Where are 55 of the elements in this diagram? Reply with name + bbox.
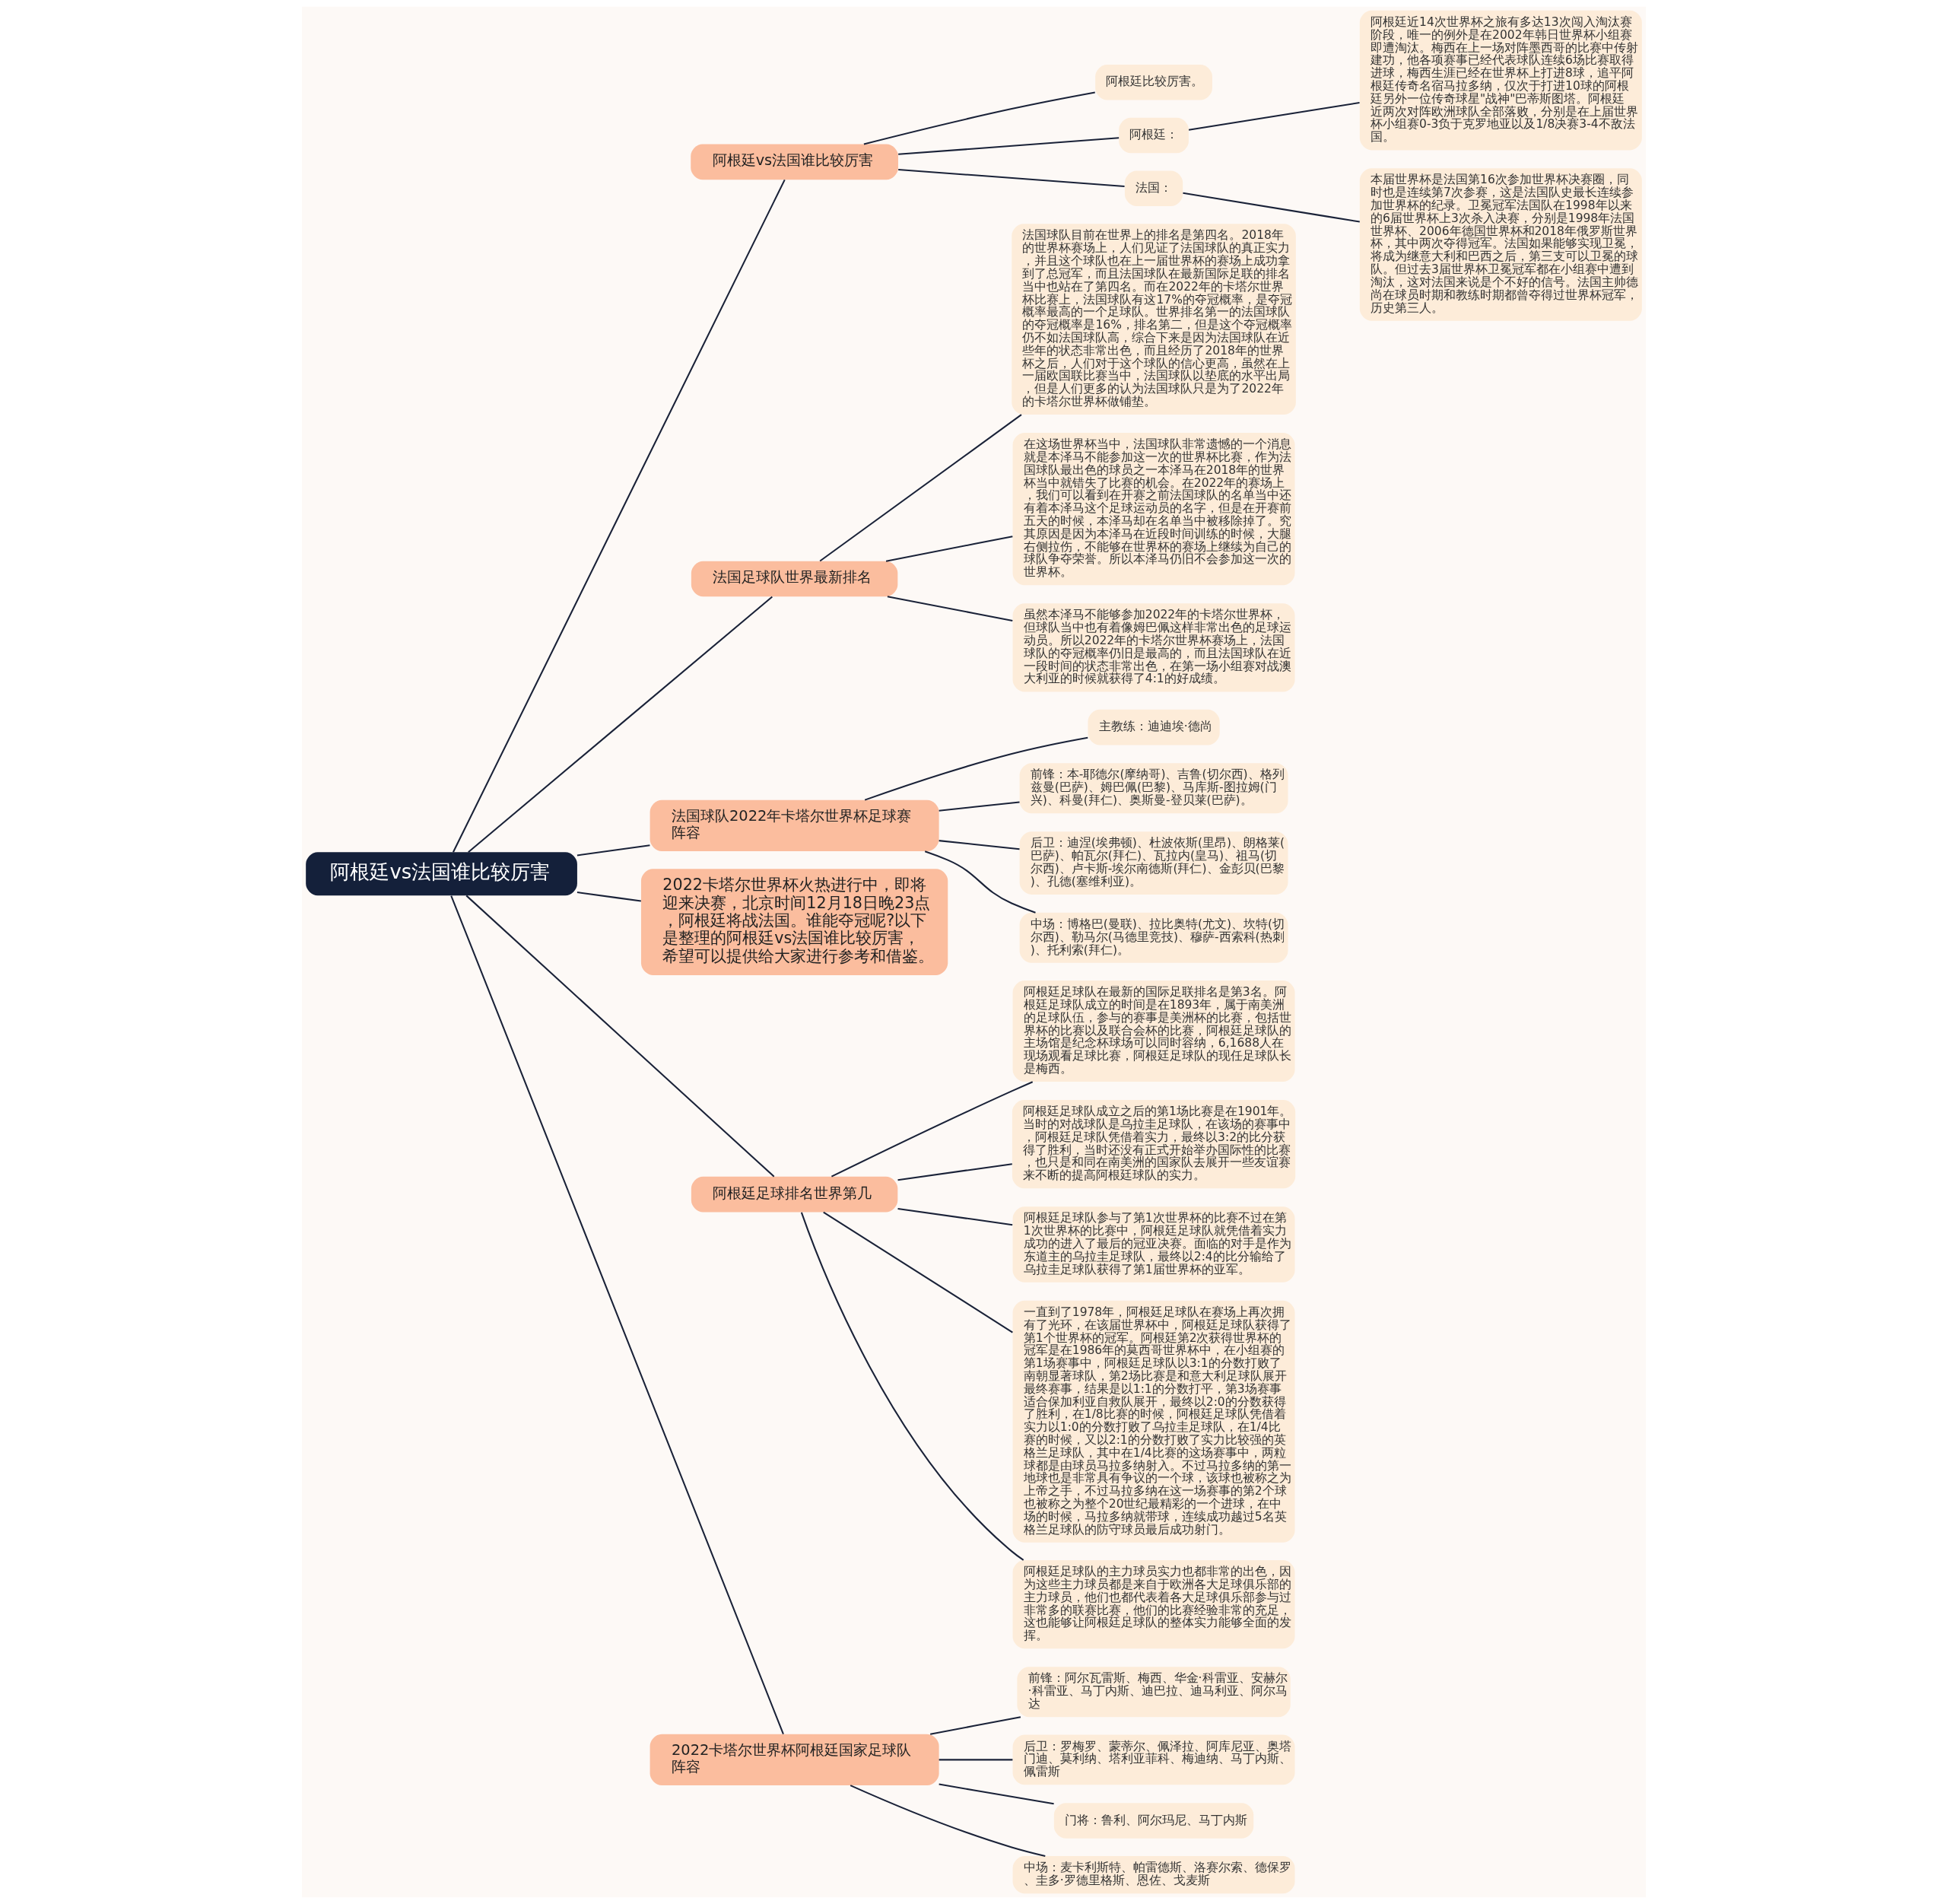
connector bbox=[897, 1163, 1012, 1181]
connector bbox=[1188, 102, 1360, 131]
node-box: 阿根廷近14次世界杯之旅有多达13次闯入淘汰赛阶段，唯一的例外是在2002年韩日世界杯小组赛即遭淘汰。梅西在上一场对阵墨西哥的比赛中传射建功，他各项赛事已经代表球队连续6场比赛取得进球，梅西生涯已经在世界杯上打进8球，追平阿根廷传奇名宿马拉多纳，仅次于打进10球的阿根廷另外一位传奇球星"战神"巴蒂斯图塔。阿根廷近两次对阵欧洲球队全部落败，分别是在上届世界杯小组赛0-3负于克罗地亚以及1/8决赛3-4不敌法国。 bbox=[1359, 10, 1642, 151]
connector bbox=[467, 596, 773, 853]
node-box: 2022卡塔尔世界杯阿根廷国家足球队阵容 bbox=[650, 1734, 939, 1785]
node-box: 阿根廷足球队在最新的国际足联排名是第3名。阿根廷足球队成立的时间是在1893年，属于南美洲的足球队伍，参与的赛事是美洲杯的比赛，包括世界杯的比赛以及联合会杯的比赛，阿根廷足球队的主场馆是纪念杯球场可以同时容纳，6,1688人在现场观看足球比赛，阿根廷足球队的现任足球队长是梅西。 bbox=[1012, 981, 1295, 1082]
node-box: 阿根廷足球队的主力球员实力也都非常的出色，因为这些主力球员都是来自于欧洲各大足球俱乐部的主力球员，他们也都代表着各大足球俱乐部参与过非常多的联赛比赛，他们的比赛经验非常的充足，这也能够让阿根廷足球队的整体实力能够全面的发挥。 bbox=[1012, 1560, 1295, 1649]
node-box: 阿根廷： bbox=[1118, 117, 1189, 154]
connector bbox=[850, 1785, 1046, 1857]
node-box: 后卫：罗梅罗、蒙蒂尔、佩泽拉、阿库尼亚、奥塔门迪、莫利纳、塔利亚菲科、梅迪纳、马丁内斯、佩雷斯 bbox=[1012, 1734, 1295, 1785]
node-box: 法国： bbox=[1124, 170, 1183, 207]
node-box: 阿根廷vs法国谁比较厉害 bbox=[690, 144, 898, 180]
connector bbox=[897, 137, 1119, 155]
connector bbox=[576, 844, 650, 857]
connector bbox=[1182, 192, 1360, 223]
connector bbox=[897, 168, 1125, 188]
connector bbox=[576, 892, 641, 902]
node-box: 门将：鲁利、阿尔玛尼、马丁内斯 bbox=[1053, 1803, 1253, 1839]
connector bbox=[885, 536, 1013, 562]
node-box: 法国球队2022年卡塔尔世界杯足球赛阵容 bbox=[650, 799, 939, 851]
node-box: 主教练：迪迪埃·德尚 bbox=[1087, 709, 1220, 745]
node-box: 前锋：本-耶德尔(摩纳哥)、吉鲁(切尔西)、格列兹曼(巴萨)、姆巴佩(巴黎)、马库斯-图拉姆(门兴)、科曼(拜仁)、奥斯曼-登贝莱(巴萨)。 bbox=[1019, 763, 1288, 814]
connector bbox=[863, 91, 1095, 145]
connector bbox=[831, 1081, 1033, 1178]
node-box: 法国球队目前在世界上的排名是第四名。2018年的世界杯赛场上，人们见证了法国球队的真正实力，并且这个球队也在上一届世界杯的赛场上成功拿到了总冠军，而且法国球队在最新国际足联的排名当中也站在了第四名。而在2022年的卡塔尔世界杯比赛上，法国球队有这17%的夺冠概率，是夺冠概率最高的一个足球队。世界排名第一的法国球队的夺冠概率是16%，排名第二，但是这个夺冠概率仍不如法国球队高，综合下来是因为法国球队在近些年的状态非常出色，而且经历了2018年的世界杯之后，人们对于这个球队的信心更高，虽然在上一届欧国联比赛当中，法国球队以垫底的水平出局，但是人们更多的认为法国球队只是为了2022年的卡塔尔世界杯做铺垫。 bbox=[1011, 224, 1296, 415]
connector bbox=[819, 414, 1022, 562]
connector bbox=[822, 1211, 1013, 1333]
connector bbox=[864, 736, 1088, 801]
node-box: 中场：博格巴(曼联)、拉比奥特(尤文)、坎特(切尔西)、勒马尔(马德里竞技)、穆萨-西索科(热刺)、托利索(拜仁)。 bbox=[1019, 912, 1288, 963]
connector bbox=[452, 179, 786, 853]
node-box: 一直到了1978年，阿根廷足球队在赛场上再次拥有了光环，在该届世界杯中，阿根廷足球队获得了第1个世界杯的冠军。阿根廷第2次获得世界杯的冠军是在1986年的莫西哥世界杯中，在小组赛的第1场赛事中，阿根廷足球队以3:1的分数打败了南朝显著球队，第2场比赛是和意大利足球队展开最终赛事，结果是以1:1的分数打平，第3场赛事适合保加利亚自救队展开，最终以2:0的分数获得了胜利，在1/8比赛的时候，阿根廷足球队凭借着实力以1:0的分数打败了乌拉圭足球队，在1/4比赛的时候，又以2:1的分数打败了实力比较强的英格兰足球队，其中在1/4比赛的这场赛事中，两粒球都是由球员马拉多纳射入。不过马拉多纳的第一地球也是非常具有争议的一个球，该球也被称之为上帝之手，不过马拉多纳在这一场赛事的第2个球也被称之为整个20世纪最精彩的一个进球，在中场的时候，马拉多纳就带球，连续成功越过5名英格兰足球队的防守球员最后成功射门。 bbox=[1012, 1300, 1295, 1543]
node-box: 阿根廷足球排名世界第几 bbox=[691, 1176, 897, 1213]
connector bbox=[929, 1716, 1021, 1735]
node-box: 阿根廷足球队成立之后的第1场比赛是在1901年。当时的对战球队是乌拉圭足球队，在该场的赛事中，阿根廷足球队凭借着实力，最终以3:2的比分获得了胜利，当时还没有正式开始举办国际性的比赛，也只是和同在南美洲的国家队去展开一些友谊赛来不断的提高阿根廷球队的实力。 bbox=[1012, 1100, 1295, 1189]
node-box: 法国足球队世界最新排名 bbox=[691, 561, 897, 597]
connector bbox=[887, 596, 1012, 621]
connector bbox=[800, 1212, 1024, 1561]
connector bbox=[924, 850, 1036, 914]
connector bbox=[939, 840, 1020, 850]
node-box: 前锋：阿尔瓦雷斯、梅西、华金·科雷亚、安赫尔·科雷亚、马丁内斯、迪巴拉、迪马利亚、阿尔马达 bbox=[1016, 1667, 1291, 1718]
node-box: 中场：麦卡利斯特、帕雷德斯、洛赛尔索、德保罗、圭多·罗德里格斯、恩佐、戈麦斯 bbox=[1012, 1856, 1295, 1894]
connector bbox=[938, 1783, 1054, 1805]
connector bbox=[449, 895, 784, 1735]
connector bbox=[939, 1759, 1012, 1761]
node-box: 后卫：迪涅(埃弗顿)、杜波依斯(里昂)、朗格莱(巴萨)、帕瓦尔(拜仁)、瓦拉内(皇马)、祖马(切尔西)、卢卡斯-埃尔南德斯(拜仁)、金彭贝(巴黎)、孔德(塞维利亚)。 bbox=[1019, 831, 1288, 895]
node-box: 阿根廷足球队参与了第1次世界杯的比赛不过在第1次世界杯的比赛中，阿根廷足球队就凭借着实力成功的进入了最后的冠亚决赛。面临的对手是作为东道主的乌拉圭足球队，最终以2:4的比分输给了乌拉圭足球队获得了第1届世界杯的亚军。 bbox=[1012, 1206, 1295, 1283]
connector bbox=[897, 1208, 1012, 1226]
connector bbox=[465, 895, 774, 1178]
node-box: 本届世界杯是法国第16次参加世界杯决赛圈，同时也是连续第7次参赛，这是法国队史最长连续参加世界杯的纪录。卫冕冠军法国队在1998年以来的6届世界杯上3次杀入决赛，分别是1998年法国世界杯、2006年德国世界杯和2018年俄罗斯世界杯，其中两次夺得冠军。法国如果能够实现卫冕，将成为继意大利和巴西之后，第三支可以卫冕的球队。但过去3届世界杯卫冕冠军都在小组赛中遭到淘汰，这对法国来说是个不好的信号。法国主帅德尚在球员时期和教练时期都曾夺得过世界杯冠军，历史第三人。 bbox=[1359, 168, 1642, 321]
node-box: 在这场世界杯当中，法国球队非常遗憾的一个消息就是本泽马不能参加这一次的世界杯比赛，作为法国球队最出色的球员之一本泽马在2018年的世界杯当中就错失了比赛的机会。在2022年的赛场上，我们可以看到在开赛之前法国球队的名单当中还有着本泽马这个足球运动员的名字，但是在开赛前五天的时候，本泽马却在名单当中被移除掉了。究其原因是因为本泽马在近段时间训练的时候，大腿右侧拉伤，不能够在世界杯的赛场上继续为自己的球队争夺荣誉。所以本泽马仍旧不会参加这一次的世界杯。 bbox=[1012, 433, 1295, 586]
node-box: 阿根廷比较厉害。 bbox=[1094, 64, 1212, 100]
node-box: 虽然本泽马不能够参加2022年的卡塔尔世界杯，但球队当中也有着像姆巴佩这样非常出色的足球运动员。所以2022年的卡塔尔世界杯赛场上，法国球队的夺冠概率仍旧是最高的，而且法国球队在近一段时间的状态非常出色，在第一场小组赛对战澳大利亚的时候就获得了4:1的好成绩。 bbox=[1012, 603, 1295, 692]
node-box: 阿根廷vs法国谁比较厉害 bbox=[305, 852, 577, 896]
node-box: 2022卡塔尔世界杯火热进行中，即将迎来决赛，北京时间12月18日晚23点，阿根廷将战法国。谁能夺冠呢?以下是整理的阿根廷vs法国谁比较厉害，希望可以提供给大家进行参考和借鉴。 bbox=[640, 869, 948, 975]
connector bbox=[939, 801, 1020, 812]
